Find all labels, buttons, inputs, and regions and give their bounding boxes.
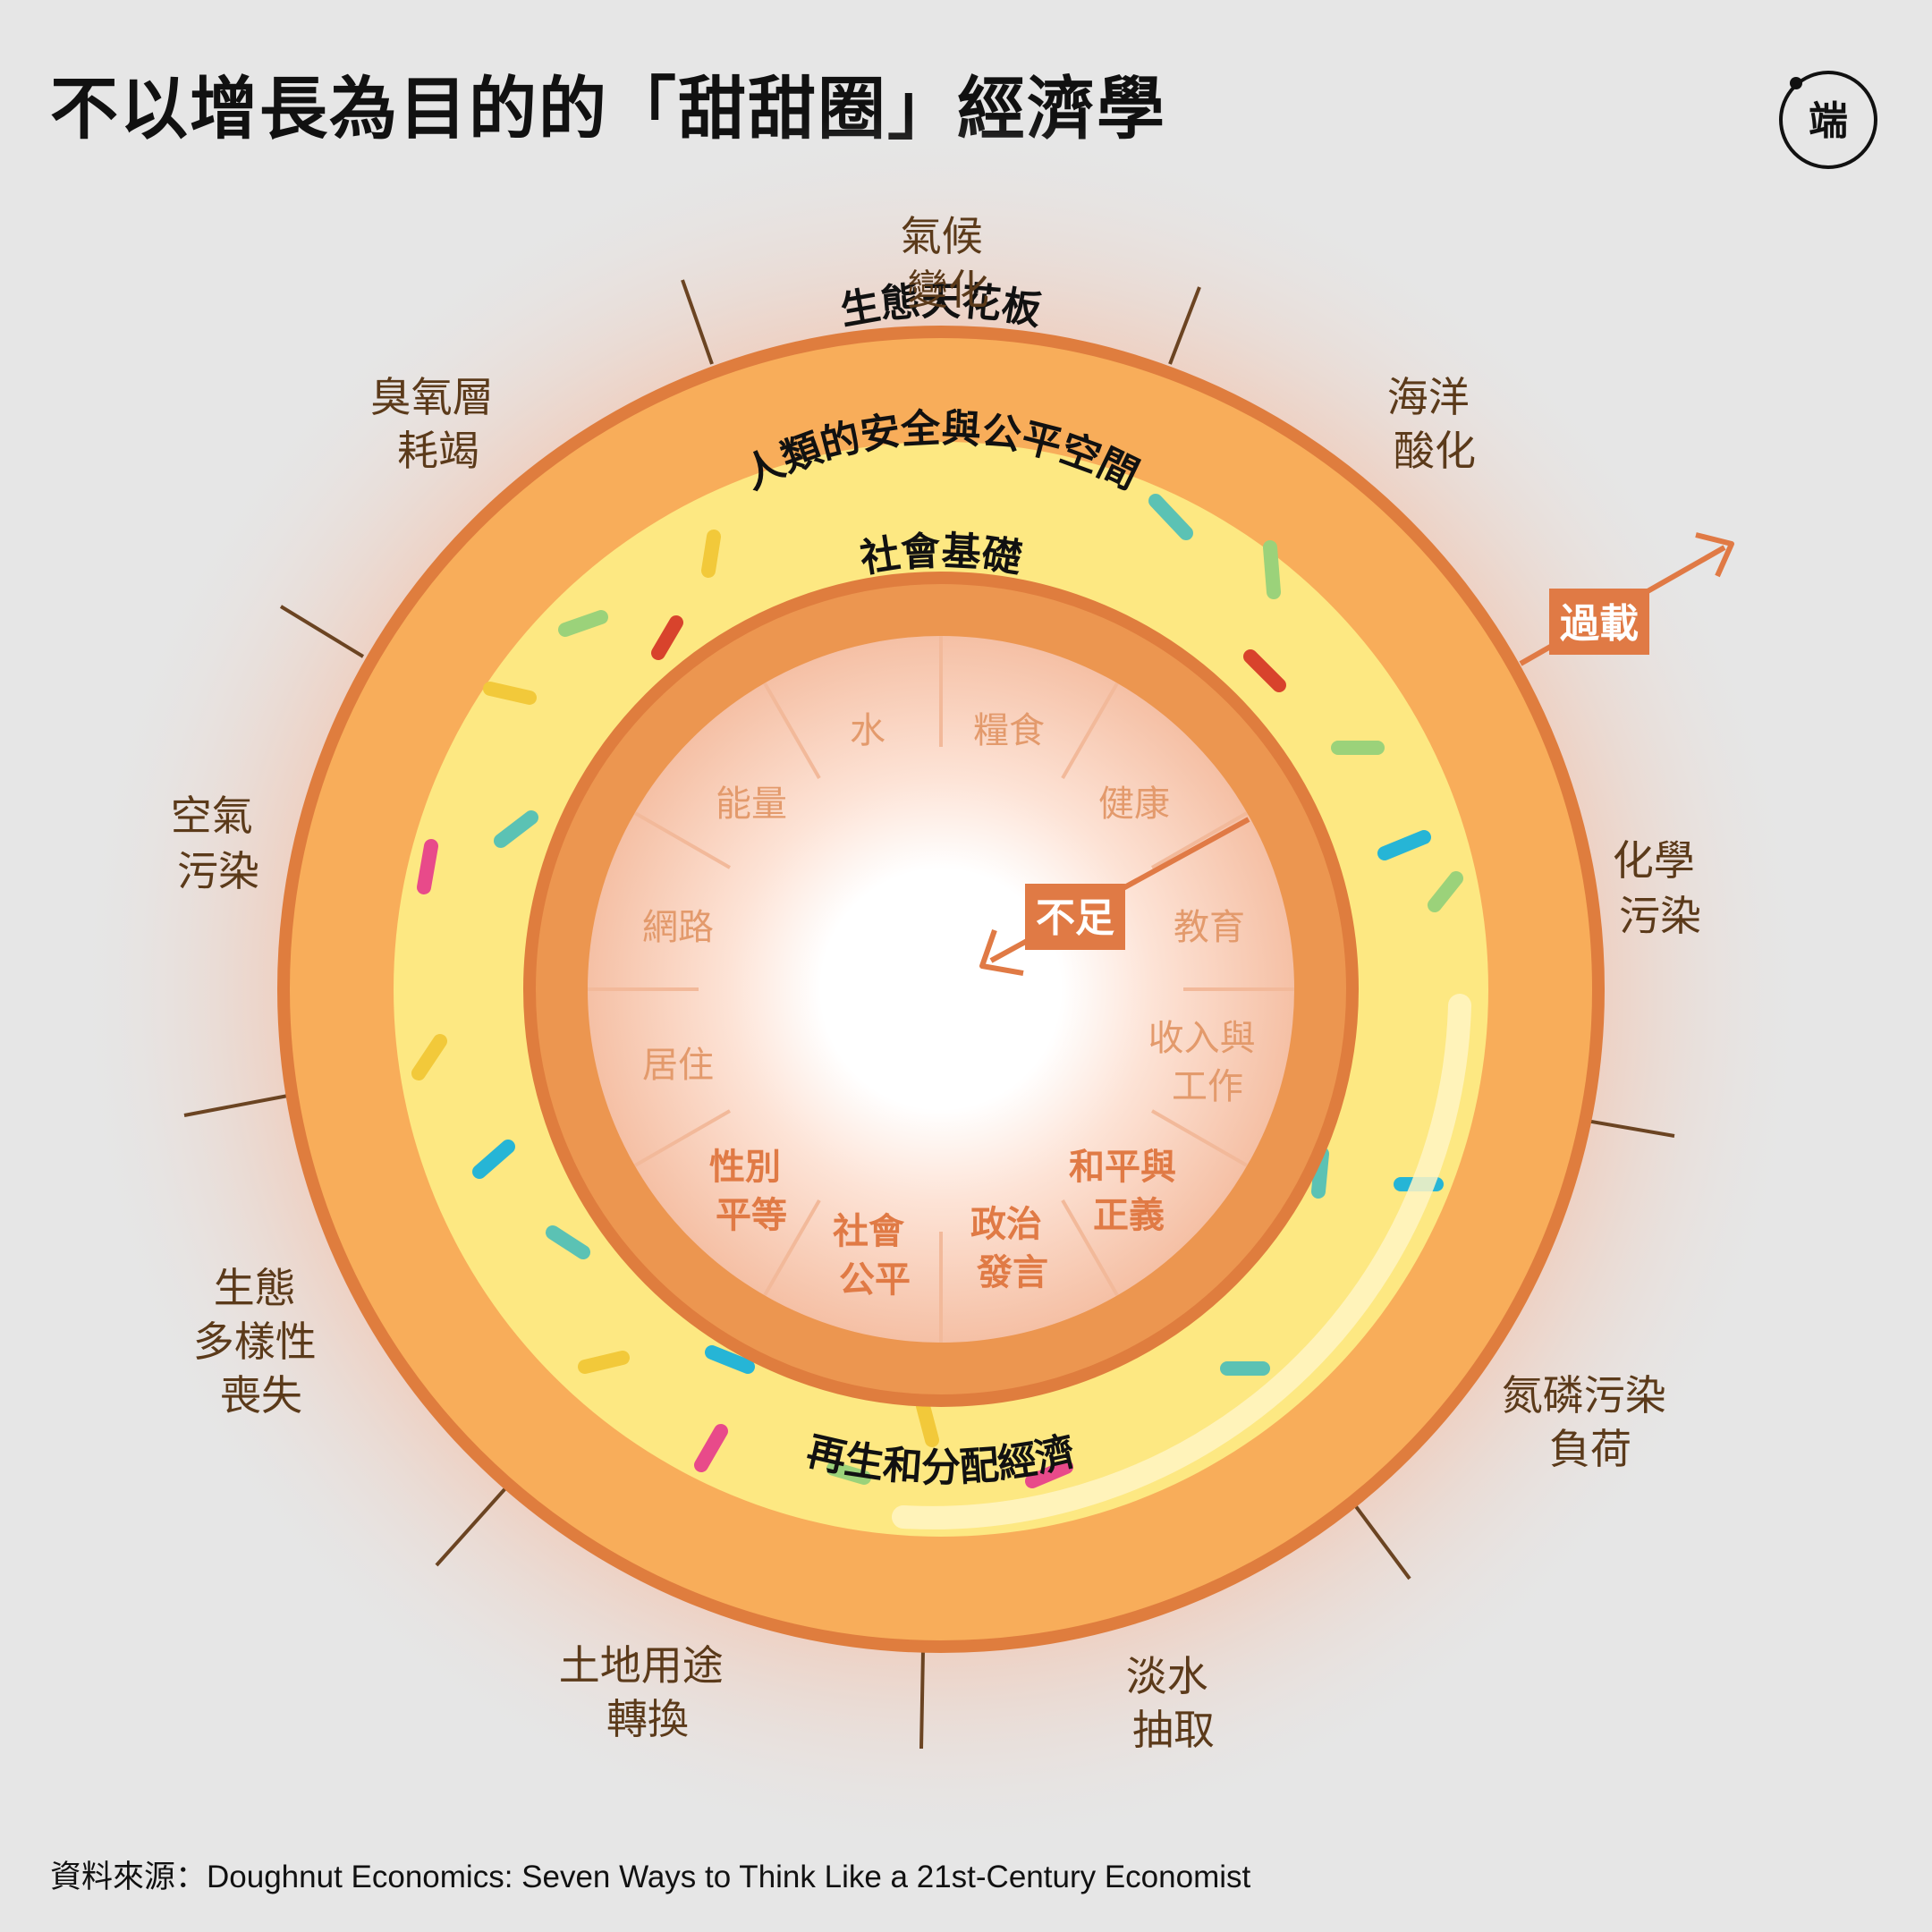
eco-label-freshwater: 淡水 抽取 [1126,1652,1222,1754]
sector-label-political: 政治 發言 [970,1204,1055,1293]
social-sector-disc [588,636,1294,1343]
shortfall-tag [1025,884,1125,950]
sprinkles [411,494,1463,1488]
source-note: 資料來源：Doughnut Economics: Seven Ways to T… [50,1860,1251,1894]
sector-label-income: 收入與 工作 [1148,1018,1267,1107]
eco-label-nitrogen: 氮磷污染 負荷 [1502,1371,1680,1473]
tick [1575,1117,1675,1138]
overshoot-tag [1549,589,1649,655]
shortfall-arrow: 不足 [979,817,1250,976]
tick [279,605,365,658]
sector-label-network: 網路 [642,907,714,948]
sector-label-education: 教育 [1174,907,1245,948]
boundary-ticks [183,279,1675,1750]
tick [435,1486,508,1567]
sector-label-health: 健康 [1098,784,1170,825]
tick [1353,1504,1411,1580]
sector-label-water: 水 [850,710,886,751]
highlight-streak [892,994,1471,1530]
eco-label-chemical: 化學 污染 [1613,836,1708,940]
shortfall-label: 不足 [1036,895,1114,941]
sector-label-food: 糧食 [973,710,1045,751]
eco-label-climate: 氣候 變化 [901,212,996,314]
eco-label-ocean: 海洋 酸化 [1387,373,1483,475]
sector-label-gender: 性別 平等 [709,1147,793,1236]
sector-label-housing: 居住 [642,1045,714,1086]
social-labels: 糧食 健康 教育 收入與 工作 和平與 正義 政治 發言 社會 公平 性別 平等… [642,710,1267,1301]
eco-label-biodiversity: 生態 多樣性 喪失 [193,1264,330,1419]
eco-label-land: 土地用途 轉換 [559,1641,737,1743]
eco-label-ozone: 臭氧層 耗竭 [370,373,507,475]
overshoot-label: 過載 [1560,601,1639,647]
sector-label-energy: 能量 [716,784,787,825]
sector-dividers [588,636,1294,1343]
eco-label-air: 空氣 污染 [171,792,267,895]
tick [681,279,714,365]
sector-label-peace: 和平與 正義 [1069,1147,1189,1236]
sector-label-equity: 社會 公平 [833,1211,917,1301]
logo-text: 端 [1809,98,1848,144]
overshoot-arrow: 過載 [1519,532,1734,666]
ecological-labels: 氣候 變化 海洋 酸化 化學 污染 氮磷污染 負荷 淡水 抽取 土地用途 轉換 … [171,212,1708,1754]
tick [1168,286,1201,365]
tick [919,1649,925,1750]
tick [183,1094,289,1117]
logo: 端 [1779,71,1877,169]
